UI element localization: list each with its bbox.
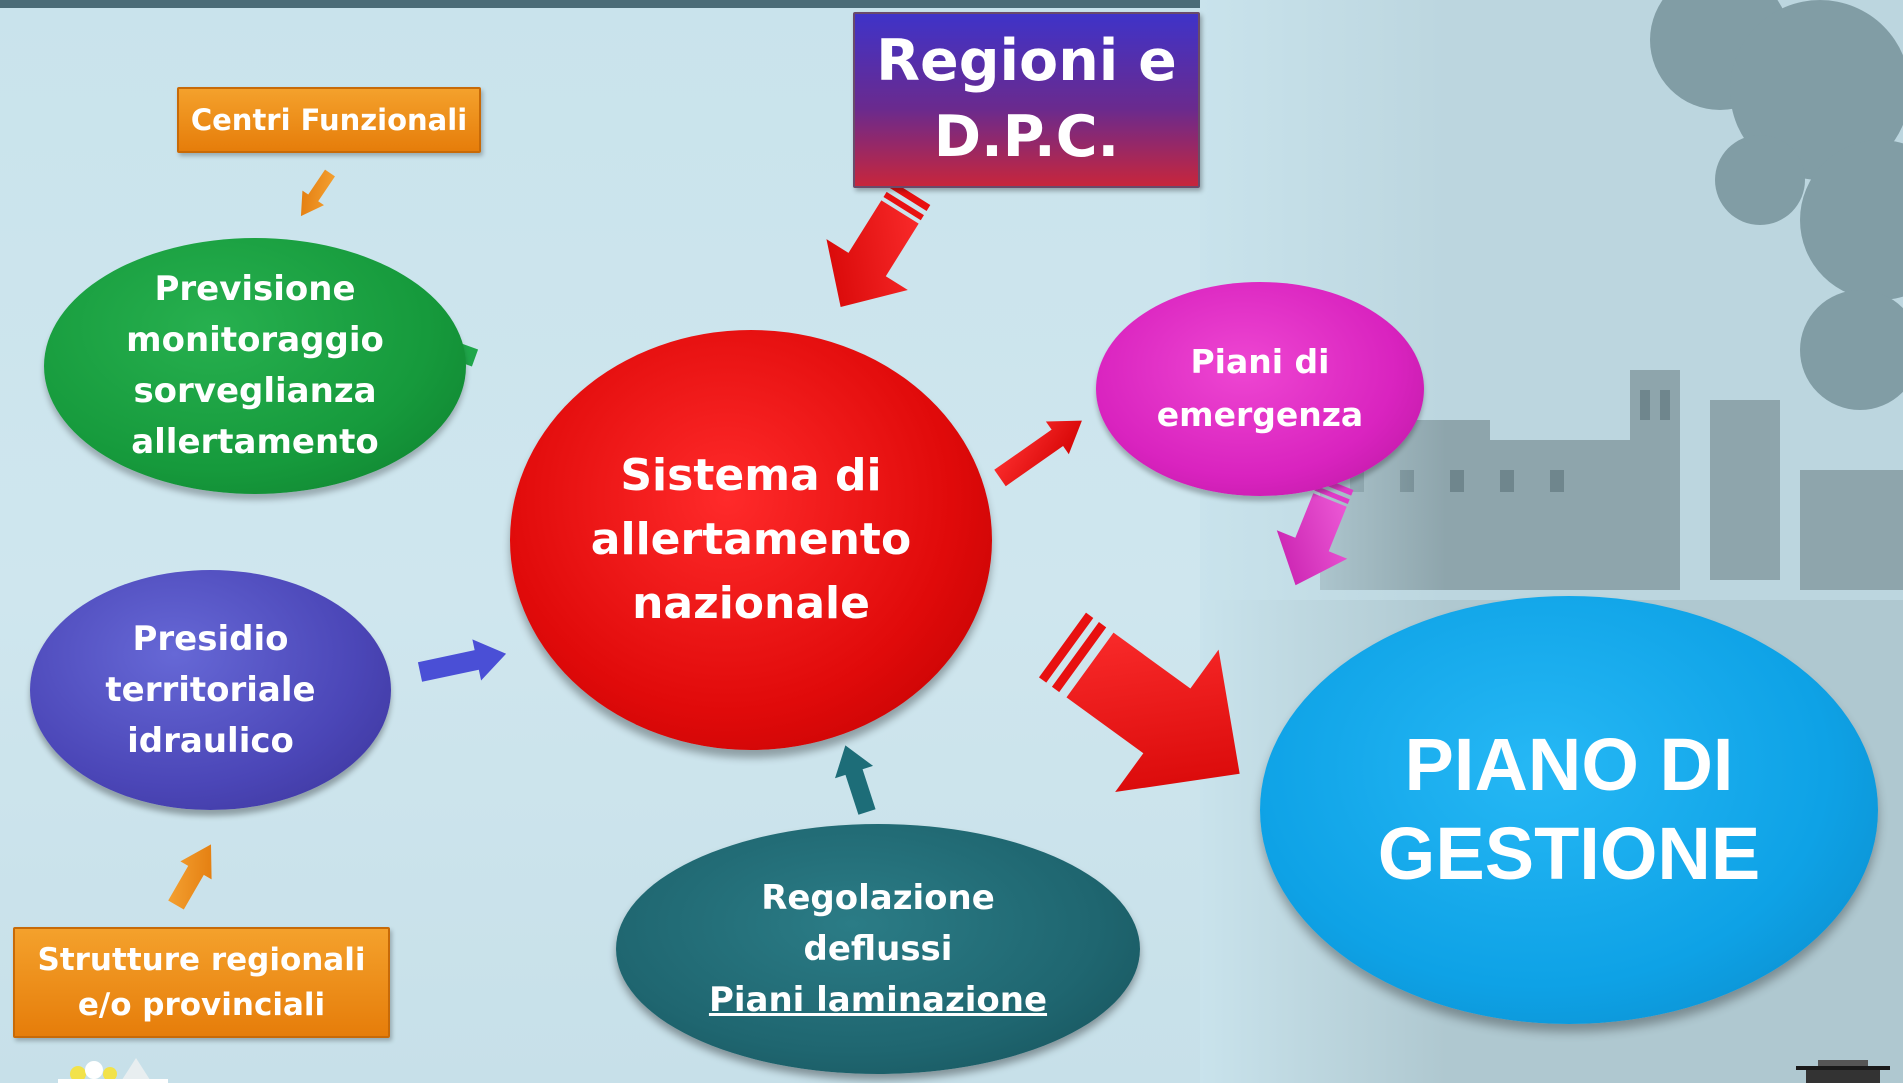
sistema-allertamento-ellipse: Sistema di allertamento nazionale [510, 330, 992, 750]
centri-funzionali-label: Centri Funzionali [190, 103, 468, 137]
presidio-line-1: Presidio [132, 618, 289, 659]
regolazione-line-2: deflussi [803, 928, 953, 969]
previsione-line-1: Previsione [154, 269, 356, 309]
piani-line-2: emergenza [1156, 395, 1364, 434]
centri-funzionali-box: Centri Funzionali [177, 87, 481, 153]
strutture-line-1: Strutture regionali [37, 941, 366, 978]
strutture-regionali-box: Strutture regionali e/o provinciali [13, 927, 390, 1038]
sistema-line-2: allertamento [590, 514, 912, 566]
corner-logo-icon [1796, 1060, 1890, 1083]
regioni-line-1: Regioni e [876, 28, 1177, 95]
piani-line-1: Piani di [1190, 342, 1330, 382]
arrow-sistema-to-piani [994, 420, 1082, 487]
arrow-regolazione-to-sistema [835, 745, 876, 815]
top-border [0, 0, 1903, 8]
piani-emergenza-ellipse: Piani di emergenza [1096, 282, 1424, 496]
arrow-sistema-to-piano [1038, 612, 1240, 793]
arrow-regioni-to-sistema [826, 181, 931, 307]
previsione-line-2: monitoraggio [126, 320, 384, 360]
regioni-dpc-box: Regioni e D.P.C. [853, 12, 1200, 188]
presidio-ellipse: Presidio territoriale idraulico [30, 570, 391, 810]
arrow-presidio-to-sistema [417, 639, 507, 682]
regolazione-line-1: Regolazione [761, 877, 995, 918]
piano-di-gestione-ellipse: PIANO DI GESTIONE [1260, 596, 1878, 1024]
piano-line-2: GESTIONE [1377, 812, 1761, 895]
arrow-strutture-to-presidio [168, 844, 212, 910]
regioni-line-2: D.P.C. [933, 104, 1120, 170]
sistema-line-3: nazionale [632, 577, 870, 629]
sistema-line-1: Sistema di [620, 450, 882, 502]
presidio-line-2: territoriale [105, 669, 316, 710]
piani-laminazione-link[interactable]: Piani laminazione [708, 979, 1048, 1020]
previsione-ellipse: Previsione monitoraggio sorveglianza all… [44, 238, 466, 494]
logo-icon [58, 1058, 168, 1083]
strutture-line-2: e/o provinciali [77, 986, 326, 1023]
piano-line-1: PIANO DI [1404, 723, 1734, 807]
presidio-line-3: idraulico [127, 720, 294, 761]
regolazione-deflussi-ellipse: Regolazione deflussi Piani laminazione [616, 824, 1140, 1074]
previsione-line-3: sorveglianza [133, 371, 377, 411]
previsione-line-4: allertamento [131, 422, 379, 462]
arrow-centri-to-previsione [300, 169, 335, 217]
